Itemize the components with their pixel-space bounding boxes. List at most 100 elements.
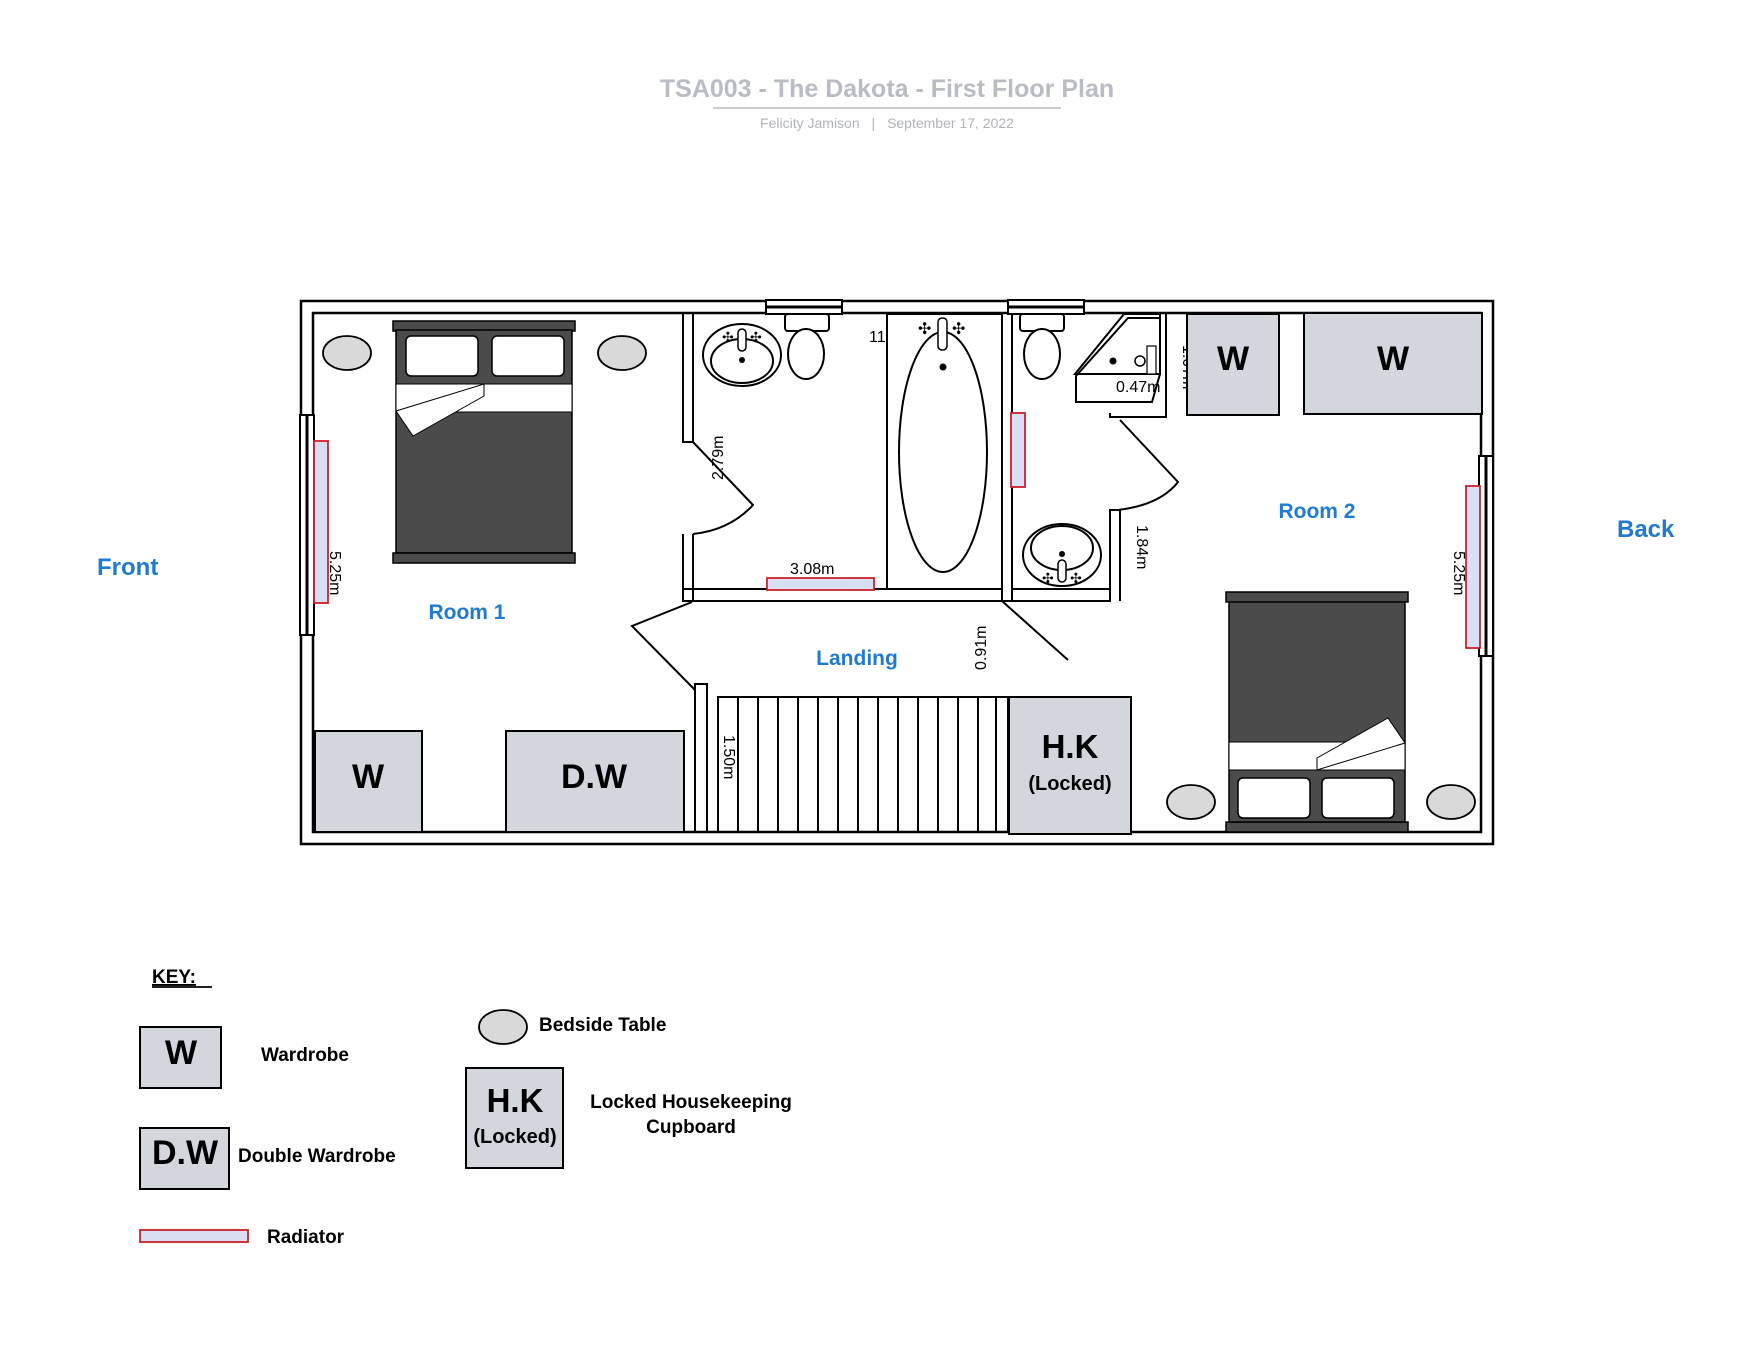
room2-window-dimension: 5.25m [1450, 551, 1467, 595]
legend-double-wardrobe-label: Double Wardrobe [238, 1146, 396, 1167]
back-label: Back [1617, 516, 1675, 543]
subtitle-separator: | [872, 115, 876, 131]
ensuite-sink: ✣ ✣ [1022, 523, 1102, 587]
page-subtitle: Felicity Jamison | September 17, 2022 [760, 115, 1014, 131]
ensuite-wall-right-upper [1109, 314, 1167, 418]
bathroom-door [692, 441, 755, 535]
front-label: Front [97, 554, 158, 581]
legend-wardrobe-symbol [139, 1026, 222, 1089]
housekeeping-label: H.K [1042, 728, 1099, 765]
stair-flight [717, 696, 1009, 833]
tap-icon [737, 328, 747, 352]
landing-label: Landing [816, 647, 898, 670]
room1-double-wardrobe-label: D.W [561, 758, 628, 796]
bedside-table [597, 335, 647, 371]
bathroom-wall-left-upper [682, 314, 694, 443]
bed-footboard [1225, 591, 1409, 603]
room2-wardrobe-large [1303, 312, 1483, 415]
room2-wardrobe-small-label: W [1217, 340, 1250, 378]
landing-wall-left [630, 601, 696, 691]
plan-date: September 17, 2022 [887, 115, 1014, 131]
room1-radiator [313, 440, 329, 604]
sink-drain [739, 357, 745, 363]
bed-sheet-corner [395, 383, 485, 437]
bed-pillow [491, 335, 565, 377]
toilet-bowl [787, 328, 825, 380]
legend-radiator-symbol [139, 1229, 249, 1243]
ensuite-wall-bottom [1012, 588, 1111, 602]
landing-door-dimension: 0.91m [973, 626, 990, 670]
room1-wardrobe [314, 730, 423, 833]
housekeeping-sublabel: (Locked) [1028, 773, 1111, 795]
tap-icon [937, 317, 948, 351]
legend-bedside-table-symbol [478, 1009, 528, 1045]
sink-drain [1059, 551, 1065, 557]
legend-housekeeping-symbol [465, 1067, 564, 1169]
bathroom-wall-left-lower [682, 534, 694, 602]
author-name: Felicity Jamison [760, 115, 860, 131]
landing-wall-right [1001, 600, 1069, 661]
room1-window-dimension: 5.25m [326, 551, 343, 595]
bedside-table [322, 335, 372, 371]
ensuite-radiator [1010, 412, 1026, 488]
legend-double-wardrobe-symbol [139, 1127, 230, 1190]
ensuite-door-dimension: 1.84m [1133, 525, 1150, 569]
bed-pillow [1237, 777, 1311, 819]
legend-housekeeping-symbol-sub: (Locked) [473, 1126, 556, 1148]
room2-wardrobe-small [1186, 313, 1280, 416]
room1-double-wardrobe [505, 730, 685, 833]
shower-valve [1146, 345, 1157, 375]
bed-pillow [405, 335, 479, 377]
shower-drain [1109, 357, 1117, 365]
room2-label: Room 2 [1278, 500, 1355, 523]
tap-icon [1057, 559, 1067, 583]
ensuite-toilet [1019, 313, 1065, 380]
legend-radiator-label: Radiator [267, 1227, 345, 1248]
bathroom-fragment-label: 11 [869, 329, 886, 346]
tap-handle-icon: ✣ [952, 319, 965, 338]
bathroom-door-dimension: 2.79m [710, 436, 727, 480]
legend-double-wardrobe-symbol-text: D.W [152, 1134, 219, 1172]
legend-housekeeping-symbol-text: H.K [487, 1082, 544, 1119]
room1-bed [392, 320, 576, 564]
bathtub: ✣ ✣ [886, 313, 1003, 590]
ensuite-door [1117, 419, 1180, 511]
stair-rail [694, 683, 708, 833]
shower [1072, 313, 1161, 403]
legend-housekeeping-label-line2: Cupboard [646, 1117, 736, 1138]
tap-handle-icon: ✣ [750, 330, 762, 346]
page-title: TSA003 - The Dakota - First Floor Plan [660, 75, 1114, 103]
stairs-dimension: 1.50m [720, 735, 737, 779]
room2-bed [1225, 591, 1409, 833]
bed-footboard [392, 552, 576, 564]
housekeeping-cupboard [1008, 696, 1132, 835]
tap-handle-icon: ✣ [1042, 571, 1054, 587]
tap-handle-icon: ✣ [918, 319, 931, 338]
bathtub-drain [939, 363, 947, 371]
bed-pillow [1321, 777, 1395, 819]
bedside-table [1166, 784, 1216, 820]
room2-wardrobe-large-label: W [1377, 340, 1410, 378]
legend-heading: KEY: [152, 967, 196, 988]
toilet-bowl [1023, 328, 1061, 380]
shower-dimension: 0.47m [1116, 379, 1160, 396]
room1-label: Room 1 [428, 601, 505, 624]
bathroom-width-dimension: 3.08m [790, 561, 834, 578]
bed-headboard [1225, 821, 1409, 833]
room1-wardrobe-label: W [352, 758, 385, 796]
legend: KEY: W Wardrobe D.W Double Wardrobe Radi… [139, 967, 792, 1248]
room2-radiator [1465, 485, 1481, 649]
bathroom-sink: ✣ ✣ [702, 323, 782, 387]
legend-wardrobe-symbol-text: W [165, 1034, 198, 1072]
tap-handle-icon: ✣ [722, 330, 734, 346]
bathroom-radiator [766, 577, 875, 591]
ensuite-wall-right [1109, 509, 1121, 601]
legend-wardrobe-label: Wardrobe [261, 1045, 349, 1066]
legend-housekeeping-label-line1: Locked Housekeeping [590, 1092, 792, 1113]
bed-sheet-corner [1316, 717, 1406, 771]
staircase [694, 683, 1009, 833]
bathroom-toilet [784, 313, 830, 380]
shower-head-icon [1134, 355, 1146, 367]
tap-handle-icon: ✣ [1070, 571, 1082, 587]
